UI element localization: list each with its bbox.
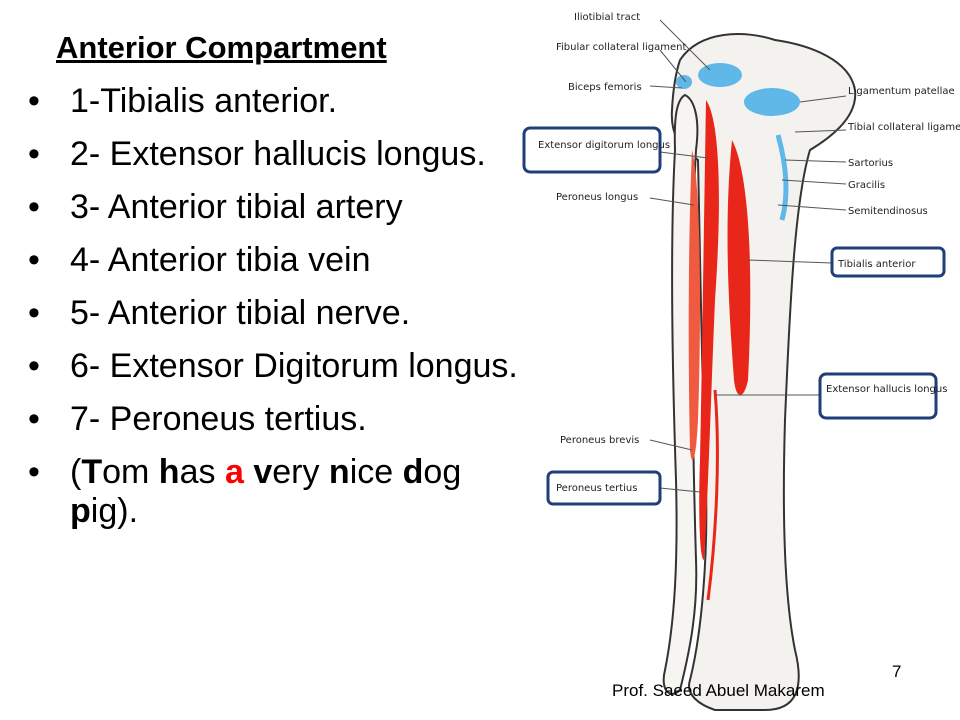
bullet-item: • 7- Peroneus tertius. bbox=[28, 400, 528, 439]
bullet-dot: • bbox=[28, 347, 40, 385]
bullet-dot: • bbox=[28, 294, 40, 332]
figure-label: Sartorius bbox=[848, 158, 893, 169]
figure-label: Tibialis anterior bbox=[837, 259, 916, 270]
figure-label: Extensor hallucis longus bbox=[826, 384, 947, 395]
label-highlight-box bbox=[546, 470, 662, 506]
mnemonic-letter: p bbox=[70, 492, 91, 530]
leader-line bbox=[781, 179, 847, 185]
figure-label: Peroneus longus bbox=[556, 192, 638, 203]
leader-line bbox=[747, 259, 833, 264]
leader-line bbox=[794, 129, 847, 133]
bullet-text: 5- Anterior tibial nerve. bbox=[70, 294, 411, 332]
mnemonic-part: ice bbox=[349, 453, 403, 491]
tibia-fibula-bone bbox=[670, 33, 857, 711]
pes-anserinus-attachment bbox=[775, 134, 789, 221]
bullet-dot: • bbox=[28, 135, 40, 173]
figure-label: Fibular collateral ligament bbox=[556, 42, 687, 53]
leader-line bbox=[784, 159, 847, 163]
bullet-dot: • bbox=[28, 241, 40, 279]
extensor-digitorum-longus-muscle bbox=[699, 100, 719, 560]
leader-lines bbox=[649, 19, 847, 493]
mnemonic-part: og bbox=[423, 453, 462, 491]
label-highlight-box bbox=[522, 126, 662, 174]
bullet-item: • 1-Tibialis anterior. bbox=[28, 82, 528, 121]
figure-label: Peroneus tertius bbox=[556, 483, 637, 494]
attachments bbox=[676, 63, 800, 221]
bullet-text: 3- Anterior tibial artery bbox=[70, 188, 403, 226]
leader-line bbox=[659, 151, 709, 159]
author-credit: Prof. Saeed Abuel Makarem bbox=[612, 681, 825, 700]
leader-line bbox=[799, 95, 847, 103]
mnemonic-part: ig). bbox=[90, 492, 139, 530]
bullet-item: • 4- Anterior tibia vein bbox=[28, 241, 528, 280]
bullet-text: 6- Extensor Digitorum longus. bbox=[70, 347, 518, 385]
figure-label: Semitendinosus bbox=[848, 206, 928, 217]
figure-labels: Iliotibial tract Fibular collateral liga… bbox=[538, 12, 960, 494]
mnemonic-letter: d bbox=[402, 453, 424, 491]
figure-label: Iliotibial tract bbox=[574, 12, 640, 23]
leader-line bbox=[649, 197, 695, 206]
leader-line bbox=[777, 204, 847, 211]
page-number: 7 bbox=[892, 662, 902, 681]
figure-label: Biceps femoris bbox=[568, 82, 642, 93]
bullet-dot: • bbox=[28, 400, 40, 438]
figure-label: Tibial collateral ligament bbox=[847, 122, 960, 133]
leader-line bbox=[659, 487, 701, 493]
mnemonic-text: (Tom has a very nice dog pig). bbox=[70, 453, 461, 530]
peroneus-muscle bbox=[688, 150, 700, 460]
biceps-attachment bbox=[676, 75, 692, 89]
mnemonic-letter: h bbox=[158, 453, 180, 491]
mnemonic-item: • (Tom has a very nice dog pig). bbox=[28, 453, 528, 531]
extensor-hallucis-tendon bbox=[706, 389, 719, 601]
leader-line bbox=[659, 19, 711, 71]
mnemonic-part: ery bbox=[272, 453, 329, 491]
mnemonic-letter: a bbox=[224, 453, 244, 491]
bullet-item: • 2- Extensor hallucis longus. bbox=[28, 135, 528, 174]
leader-line bbox=[649, 85, 683, 89]
bullet-dot: • bbox=[28, 453, 40, 491]
highlight-boxes bbox=[522, 126, 946, 506]
bullet-item: • 5- Anterior tibial nerve. bbox=[28, 294, 528, 333]
figure-label: Extensor digitorum longus bbox=[538, 140, 670, 151]
bullet-list: • 1-Tibialis anterior. • 2- Extensor hallu… bbox=[28, 82, 528, 545]
mnemonic-letter: n bbox=[328, 453, 350, 491]
bullet-item: • 3- Anterior tibial artery bbox=[28, 188, 528, 227]
leader-line bbox=[649, 439, 693, 451]
leader-line bbox=[659, 49, 687, 83]
leg-anatomy-figure: Iliotibial tract Fibular collateral liga… bbox=[522, 12, 960, 711]
iliotibial-attachment bbox=[698, 63, 742, 87]
figure-label: Ligamentum patellae bbox=[848, 86, 955, 97]
mnemonic-part: ( bbox=[70, 453, 82, 491]
bullet-text: 2- Extensor hallucis longus. bbox=[70, 135, 486, 173]
label-highlight-box bbox=[830, 246, 946, 278]
mnemonic-letter: v bbox=[253, 453, 273, 491]
mnemonic-part: om bbox=[102, 453, 159, 491]
figure-label: Peroneus brevis bbox=[560, 435, 639, 446]
mnemonic-part bbox=[244, 453, 253, 491]
tibialis-anterior-muscle bbox=[727, 140, 751, 395]
bullet-item: • 6- Extensor Digitorum longus. bbox=[28, 347, 528, 386]
bullet-dot: • bbox=[28, 188, 40, 226]
slide-title: Anterior Compartment bbox=[56, 30, 387, 65]
bullet-text: 1-Tibialis anterior. bbox=[70, 82, 338, 120]
bullet-text: 7- Peroneus tertius. bbox=[70, 400, 367, 438]
patellar-attachment bbox=[744, 88, 800, 116]
mnemonic-part: as bbox=[179, 453, 225, 491]
mnemonic-letter: T bbox=[81, 453, 103, 491]
label-highlight-box bbox=[818, 372, 938, 420]
bullet-dot: • bbox=[28, 82, 40, 120]
muscles bbox=[688, 100, 751, 601]
bullet-text: 4- Anterior tibia vein bbox=[70, 241, 371, 279]
figure-label: Gracilis bbox=[848, 180, 885, 191]
